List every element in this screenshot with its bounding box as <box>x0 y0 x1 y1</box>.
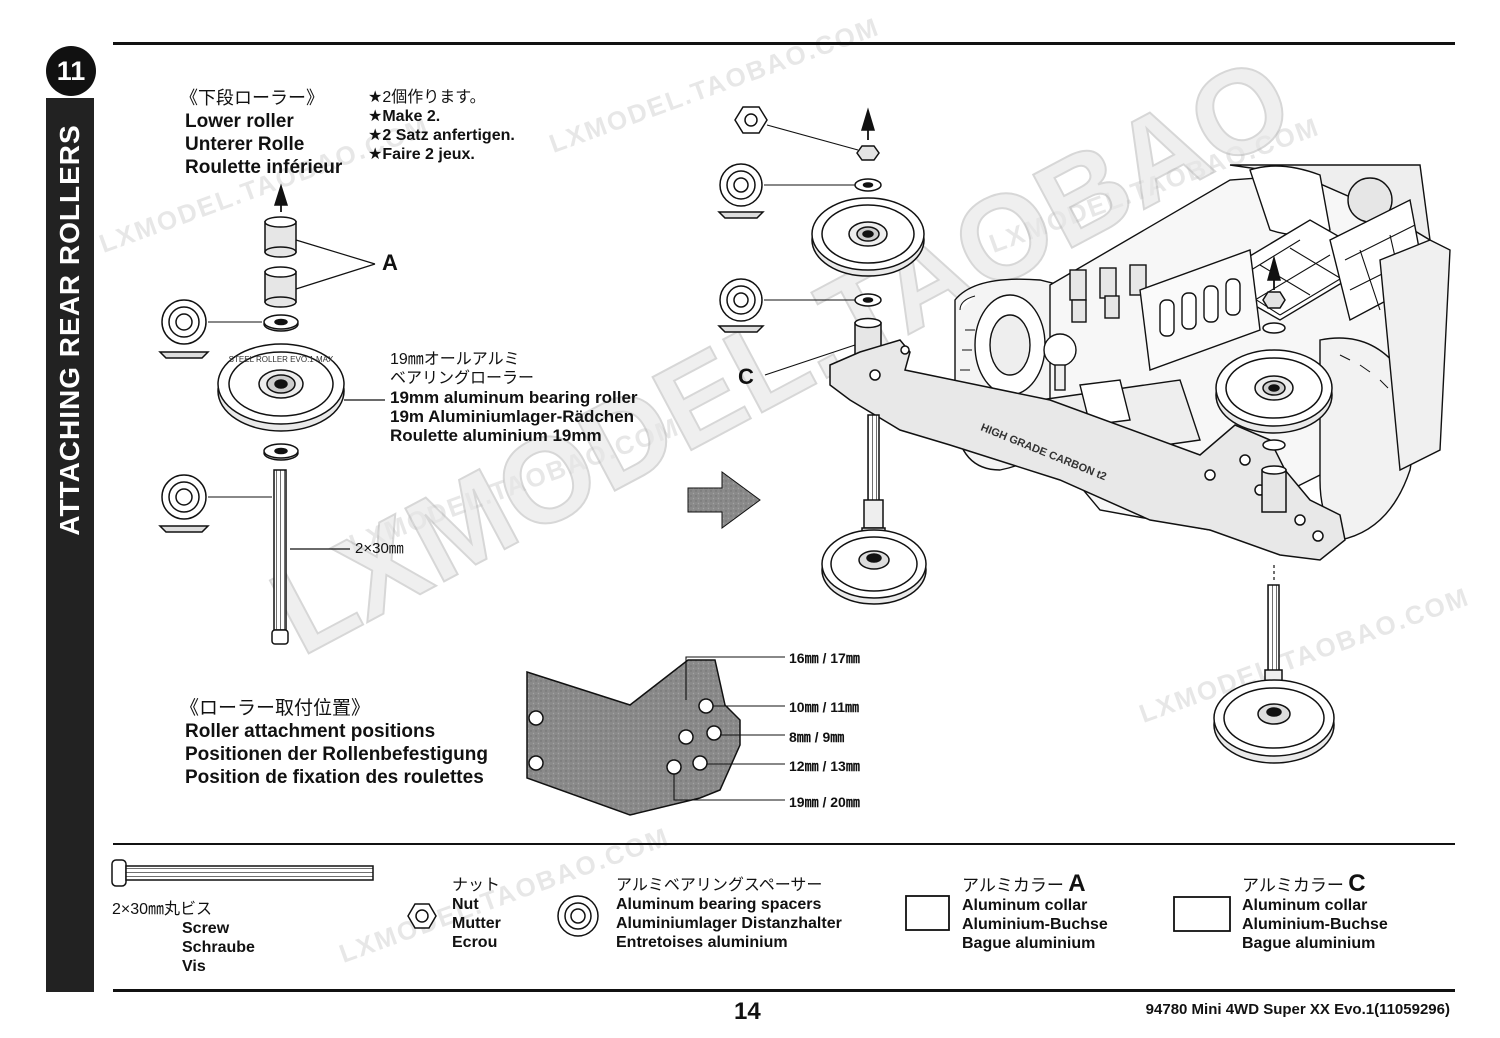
legend-nut-fr: Ecrou <box>452 934 498 951</box>
make-two-note: ★2個作ります。 ★Make 2. ★2 Satz anfertigen. ★F… <box>368 88 515 164</box>
bearing-roller-left: STEEL ROLLER EVO.1 MAX <box>217 343 345 432</box>
legend-collar-c-icon <box>1173 896 1231 932</box>
legend-spacer-jp: アルミベアリングスペーサー <box>616 877 823 894</box>
legend-screw: 2×30㎜丸ビス Screw Schraube Vis <box>112 900 255 976</box>
legend-collar-a-icon <box>905 895 950 931</box>
lower-roller-en: Lower roller <box>185 111 294 132</box>
top-rule <box>113 42 1455 45</box>
legend-screw-de: Schraube <box>182 939 255 956</box>
legend-spacer-de: Aluminiumlager Distanzhalter <box>616 915 842 932</box>
legend-collar-c-letter: C <box>1348 870 1366 897</box>
bottom-center-roller <box>821 414 927 605</box>
legend-spacer: アルミベアリングスペーサー Aluminum bearing spacers A… <box>616 876 842 952</box>
spacer-detail-right-top <box>717 163 765 219</box>
legend-collar-c-de: Aluminium-Buchse <box>1242 916 1388 933</box>
legend-collar-c-jp: アルミカラー <box>1242 876 1344 895</box>
legend-nut-de: Mutter <box>452 915 501 932</box>
legend-nut: ナット Nut Mutter Ecrou <box>452 876 501 952</box>
step-number: 11 <box>46 46 96 96</box>
spacer-top <box>263 314 299 332</box>
bearing-roller-en: 19mm aluminum bearing roller <box>390 388 638 407</box>
legend-screw-jp: 2×30㎜丸ビス <box>112 901 213 918</box>
make-two-fr: ★Faire 2 jeux. <box>368 146 475 163</box>
roller-positions-fr: Position de fixation des roulettes <box>185 767 484 788</box>
screw-size-label: 2×30㎜ <box>355 540 404 557</box>
spacer-bottom <box>263 443 299 461</box>
spacer-detail-right-mid <box>717 278 765 333</box>
right-exploded-stack <box>717 106 925 376</box>
right-installed-stack <box>1213 255 1335 764</box>
legend-screw-en: Screw <box>182 920 230 937</box>
spacer-detail-top <box>158 299 210 359</box>
lower-roller-jp: 《下段ローラー》 <box>180 88 324 108</box>
legend-collar-a-letter: A <box>1068 870 1086 897</box>
legend-spacer-fr: Entretoises aluminium <box>616 934 788 951</box>
callout-c: C <box>738 364 754 389</box>
position-16-17: 16㎜ / 17㎜ <box>789 650 860 666</box>
legend-collar-a-en: Aluminum collar <box>962 897 1088 914</box>
legend-divider <box>113 843 1455 845</box>
legend-collar-a: アルミカラー A Aluminum collar Aluminium-Buchs… <box>962 872 1108 953</box>
lower-roller-label: 《下段ローラー》 Lower roller Unterer Rolle Roul… <box>180 87 342 179</box>
screw-left <box>271 469 289 645</box>
roller-positions-de: Positionen der Rollenbefestigung <box>185 744 488 765</box>
legend-screw-fr: Vis <box>182 958 206 975</box>
collar-a-second <box>264 266 297 308</box>
roller-position-plate <box>526 656 785 816</box>
bearing-roller-label: 19㎜オールアルミ ベアリングローラー 19mm aluminum bearin… <box>390 350 638 445</box>
lower-roller-fr: Roulette inférieur <box>185 157 343 178</box>
make-two-en: ★Make 2. <box>368 108 441 125</box>
legend-spacer-icon <box>557 895 599 937</box>
roller-positions-label: 《ローラー取付位置》 Roller attachment positions P… <box>180 697 488 789</box>
position-10-11: 10㎜ / 11㎜ <box>789 699 860 715</box>
position-12-13: 12㎜ / 13㎜ <box>789 758 860 774</box>
legend-collar-a-de: Aluminium-Buchse <box>962 916 1108 933</box>
make-two-de: ★2 Satz anfertigen. <box>368 127 515 144</box>
legend-nut-en: Nut <box>452 896 479 913</box>
carbon-plate: HIGH GRADE CARBON t2 <box>829 339 1346 561</box>
callout-a: A <box>382 250 398 275</box>
legend-nut-icon <box>407 903 437 929</box>
legend-collar-c: アルミカラー C Aluminum collar Aluminium-Buchs… <box>1242 872 1388 953</box>
make-two-jp: ★2個作ります。 <box>368 89 486 106</box>
legend-spacer-en: Aluminum bearing spacers <box>616 896 822 913</box>
bearing-roller-jp1: 19㎜オールアルミ <box>390 351 520 368</box>
svg-text:STEEL ROLLER EVO.1 MAX: STEEL ROLLER EVO.1 MAX <box>229 355 334 364</box>
legend-nut-jp: ナット <box>452 877 501 894</box>
legend-collar-a-jp: アルミカラー <box>962 876 1064 895</box>
direction-arrow <box>687 471 761 529</box>
spacer-detail-bottom <box>158 474 210 533</box>
bearing-roller-right <box>811 197 925 277</box>
roller-positions-en: Roller attachment positions <box>185 721 436 742</box>
left-assembly: STEEL ROLLER EVO.1 MAX <box>158 183 385 645</box>
lower-roller-de: Unterer Rolle <box>185 134 305 155</box>
legend-screw-icon <box>111 859 374 887</box>
legend-collar-a-fr: Bague aluminium <box>962 935 1096 952</box>
page-number: 14 <box>734 998 761 1025</box>
legend-collar-c-fr: Bague aluminium <box>1242 935 1376 952</box>
roller-positions-jp: 《ローラー取付位置》 <box>180 698 371 719</box>
nut-detail <box>734 106 768 134</box>
step-title-bar <box>46 98 94 992</box>
position-19-20: 19㎜ / 20㎜ <box>789 794 860 810</box>
product-code: 94780 Mini 4WD Super XX Evo.1(11059296) <box>1145 1001 1450 1018</box>
bearing-roller-jp2: ベアリングローラー <box>390 370 535 387</box>
legend-collar-c-en: Aluminum collar <box>1242 897 1368 914</box>
position-8-9: 8㎜ / 9㎜ <box>789 729 845 745</box>
bottom-rule <box>113 989 1455 992</box>
collar-a-top <box>264 216 297 258</box>
bearing-roller-fr: Roulette aluminium 19mm <box>390 426 602 445</box>
bearing-roller-de: 19m Aluminiumlager-Rädchen <box>390 407 635 426</box>
